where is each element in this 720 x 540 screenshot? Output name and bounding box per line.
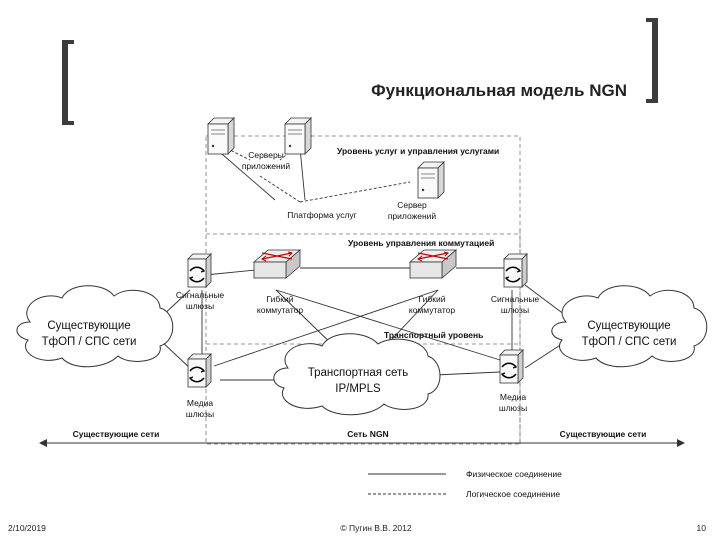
legend-physical-label: Физическое соединение: [466, 469, 562, 479]
app-servers-label-1: Серверы: [248, 150, 284, 160]
zone-center-label: Сеть NGN: [347, 429, 388, 439]
legend-logical-label: Логическое соединение: [466, 489, 560, 499]
page-title: Функциональная модель NGN: [371, 81, 627, 100]
media-gateway-icon: [499, 349, 524, 384]
softswitch-right-label-1: Гибкий: [419, 294, 446, 304]
sig-gw-left-label-2: шлюзы: [186, 301, 214, 311]
sig-gw-left-label-1: Сигнальные: [176, 290, 225, 300]
app-server-label-1: Сервер: [397, 200, 427, 210]
app-server-icon: [207, 117, 235, 155]
app-server-icon: [284, 117, 312, 155]
signaling-gateway-icon: [503, 253, 528, 288]
media-gw-left-label-1: Медиа: [187, 398, 213, 408]
softswitch-icon: [409, 249, 457, 279]
softswitch-icon: [253, 249, 301, 279]
media-gw-right-label-2: шлюзы: [499, 403, 527, 413]
level-transport-label: Транспортный уровень: [384, 330, 483, 340]
footer-page-number: 10: [697, 523, 707, 533]
media-gw-right-label-1: Медиа: [500, 392, 526, 402]
cloud-center-line1: Транспортная сеть: [308, 367, 409, 379]
zone-left-label: Существующие сети: [73, 429, 160, 439]
zone-right-label: Существующие сети: [560, 429, 647, 439]
softswitch-right-label-2: коммутатор: [409, 305, 455, 315]
title-bracket-left: [62, 40, 74, 125]
media-gateway-icon: [187, 353, 212, 388]
level-services-label: Уровень услуг и управления услугами: [337, 146, 499, 156]
cloud-center-line2: IP/MPLS: [335, 383, 381, 395]
app-server-icon: [417, 161, 445, 199]
service-platform-label: Платформа услуг: [287, 210, 357, 220]
signaling-gateway-icon: [187, 253, 212, 288]
level-switching-label: Уровень управления коммутацией: [348, 238, 494, 248]
softswitch-left-label-2: коммутатор: [257, 305, 303, 315]
app-server-label-2: приложений: [388, 211, 437, 221]
softswitch-left-label-1: Гибкий: [267, 294, 294, 304]
cloud-right-line1: Существующие: [587, 320, 670, 332]
sig-gw-right-label-1: Сигнальные: [491, 294, 540, 304]
cloud-right: [551, 285, 708, 368]
footer-copyright: © Пугин В.В. 2012: [340, 523, 411, 533]
footer-date: 2/10/2019: [8, 523, 46, 533]
cloud-right-line2: ТфОП / СПС сети: [582, 336, 677, 348]
app-servers-label-2: приложений: [242, 161, 291, 171]
cloud-left: [16, 285, 174, 368]
media-gw-left-label-2: шлюзы: [186, 409, 214, 419]
cloud-center: [273, 333, 441, 416]
cloud-left-line2: ТфОП / СПС сети: [42, 336, 137, 348]
title-bracket-right: [646, 18, 658, 103]
cloud-left-line1: Существующие: [47, 320, 130, 332]
sig-gw-right-label-2: шлюзы: [501, 305, 529, 315]
ngn-frame: [205, 135, 521, 445]
